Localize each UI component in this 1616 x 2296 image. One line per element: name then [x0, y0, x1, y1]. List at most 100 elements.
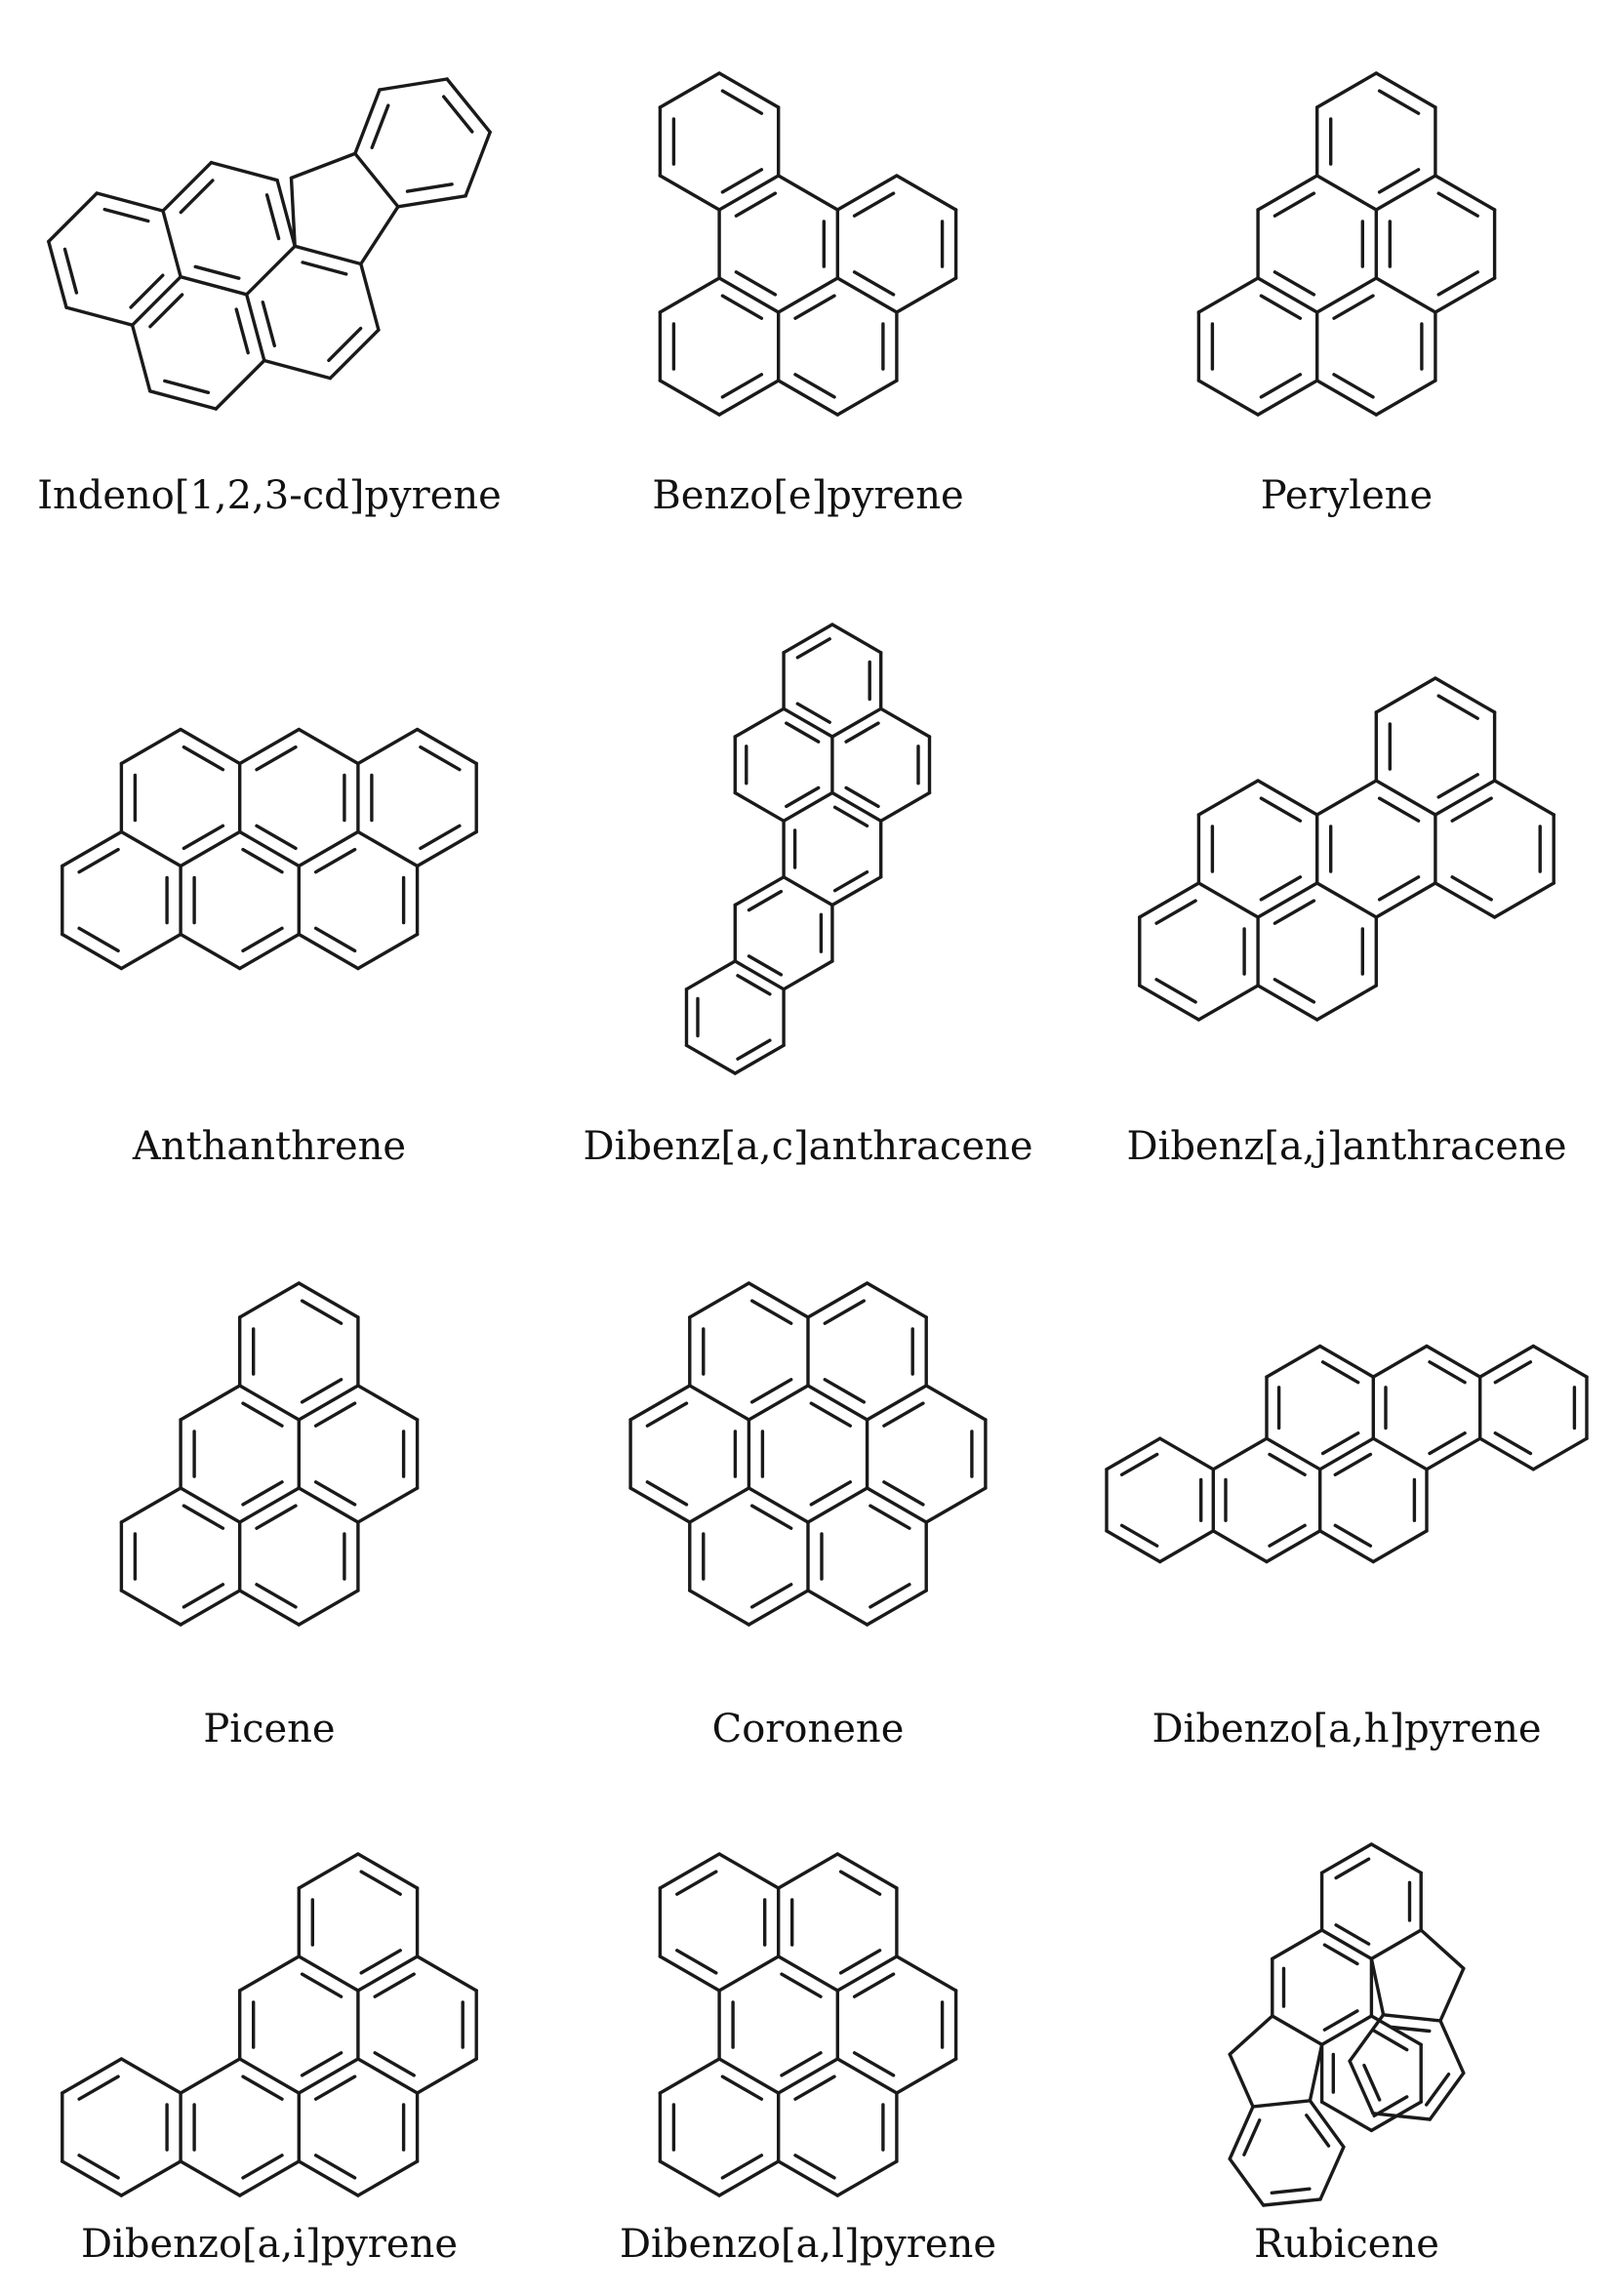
single-bond-line	[895, 276, 958, 314]
single-bond-line	[64, 305, 135, 327]
single-bond-line	[1314, 881, 1379, 919]
double-bond-inner-line	[300, 1972, 343, 1998]
single-bond-line	[237, 2057, 301, 2095]
double-bond-inner-line	[241, 926, 284, 953]
double-bond-inner-line	[313, 1480, 357, 1507]
single-bond-line	[356, 727, 420, 766]
single-bond-line	[1374, 881, 1437, 919]
single-bond-line	[297, 829, 360, 868]
single-bond-line	[777, 379, 839, 417]
single-bond-line	[717, 71, 781, 109]
single-bond-line	[1425, 1436, 1482, 1471]
single-bond-line	[777, 1954, 839, 1993]
single-bond-line	[1369, 1842, 1423, 1875]
double-bond-inner-line	[1332, 373, 1375, 399]
single-bond-line	[1348, 2013, 1386, 2063]
double-bond-inner-line	[359, 1870, 402, 1896]
double-bond-inner-line	[844, 785, 880, 809]
double-bond-inner-line	[1450, 796, 1493, 823]
single-bond-line	[717, 1852, 781, 1890]
single-bond-line	[179, 2159, 242, 2197]
single-bond-line	[733, 706, 786, 739]
double-bond-inner-line	[823, 1299, 866, 1325]
single-bond-line	[1492, 779, 1555, 817]
single-bond-line	[356, 1954, 420, 1993]
double-bond-inner-line	[179, 179, 215, 215]
single-bond-line	[1211, 1529, 1269, 1564]
single-bond-line	[782, 623, 834, 655]
single-bond-line	[1319, 1928, 1374, 1961]
double-bond-inner-line	[313, 847, 357, 874]
indeno-123-cd-pyrene-label: Indeno[1,2,3-cd]pyrene	[37, 473, 502, 518]
single-bond-line	[835, 2057, 899, 2095]
single-bond-line	[1138, 984, 1201, 1022]
double-bond-inner-line	[852, 191, 896, 218]
double-bond-inner-line	[1273, 899, 1316, 925]
single-bond-line	[1256, 779, 1319, 817]
single-bond-line	[1381, 2013, 1442, 2023]
single-bond-line	[237, 1486, 301, 1524]
double-bond-inner-line	[720, 2074, 764, 2101]
single-bond-line	[658, 2159, 721, 2197]
double-bond-inner-line	[1154, 978, 1197, 1004]
single-bond-line	[214, 358, 266, 411]
single-bond-line	[924, 1384, 988, 1422]
single-bond-line	[356, 1486, 420, 1524]
double-bond-inner-line	[720, 2154, 764, 2180]
single-bond-line	[119, 829, 182, 868]
double-bond-inner-line	[1259, 294, 1303, 320]
double-bond-inner-line	[313, 2154, 357, 2180]
single-bond-line	[119, 727, 182, 766]
single-bond-line	[1228, 2014, 1274, 2057]
double-bond-inner-line	[300, 1299, 343, 1325]
single-bond-line	[1261, 2197, 1322, 2207]
single-bond-line	[747, 1384, 810, 1422]
perylene-label: Perylene	[1260, 473, 1434, 518]
single-bond-line	[1256, 379, 1319, 417]
single-bond-line	[658, 379, 721, 417]
double-bond-inner-line	[1334, 1857, 1371, 1880]
single-bond-line	[782, 875, 834, 907]
single-bond-line	[806, 1384, 869, 1422]
double-bond-inner-line	[869, 1504, 911, 1530]
single-bond-line	[1228, 2156, 1266, 2207]
single-bond-line	[777, 2159, 839, 2197]
single-bond-line	[717, 1954, 781, 1993]
single-bond-line	[1196, 779, 1260, 817]
single-bond-line	[1477, 1344, 1536, 1379]
double-bond-inner-line	[736, 1038, 772, 1061]
double-bond-inner-line	[675, 1870, 718, 1896]
double-bond-inner-line	[1428, 1430, 1467, 1456]
single-bond-line	[747, 1589, 810, 1627]
double-bond-inner-line	[1372, 2095, 1409, 2118]
single-bond-line	[879, 706, 932, 739]
single-bond-line	[1314, 984, 1379, 1022]
single-bond-line	[1531, 1344, 1589, 1379]
single-bond-line	[119, 1486, 182, 1524]
double-bond-inner-line	[129, 273, 165, 309]
single-bond-line	[1251, 2099, 1313, 2109]
double-bond-inner-line	[844, 721, 880, 744]
double-bond-inner-line	[370, 103, 390, 150]
single-bond-line	[356, 2159, 420, 2197]
single-bond-line	[275, 178, 297, 249]
double-bond-inner-line	[1259, 796, 1303, 823]
single-bond-line	[658, 1954, 721, 1993]
double-bond-inner-line	[1270, 2187, 1312, 2195]
single-bond-line	[61, 932, 124, 971]
single-bond-line	[895, 1954, 958, 1993]
double-bond-inner-line	[1333, 1523, 1373, 1548]
single-bond-line	[297, 932, 360, 971]
single-bond-line	[297, 2159, 360, 2197]
double-bond-inner-line	[1242, 2118, 1262, 2156]
double-bond-inner-line	[838, 1870, 882, 1896]
double-bond-inner-line	[193, 264, 241, 280]
single-bond-line	[359, 205, 400, 266]
single-bond-line	[1317, 1344, 1376, 1379]
double-bond-inner-line	[734, 270, 778, 297]
single-bond-line	[658, 71, 721, 109]
